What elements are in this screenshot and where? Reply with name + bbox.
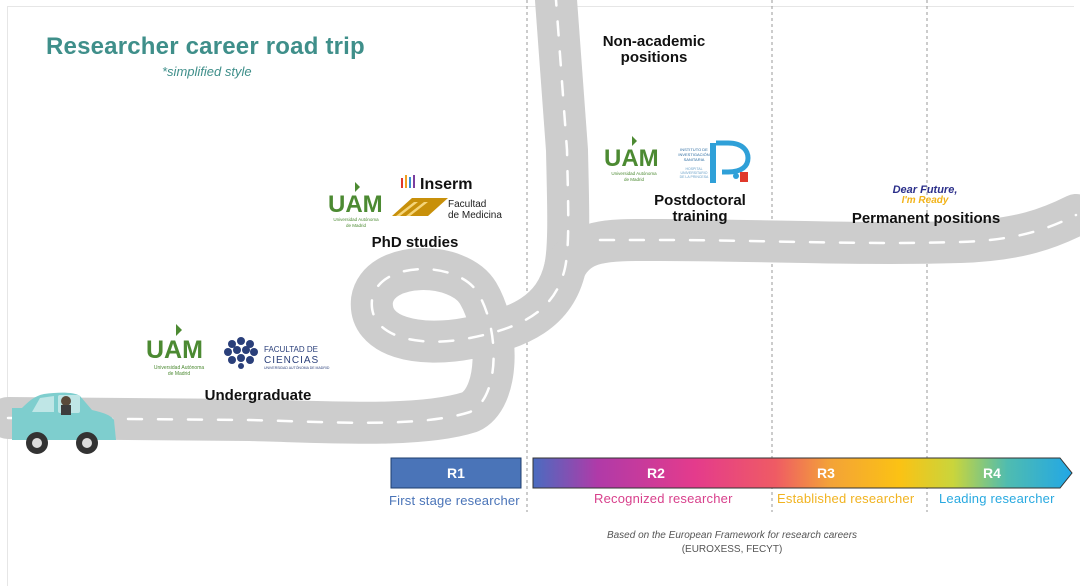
milestone-phd: PhD studies	[371, 234, 459, 251]
milestone-non-academic: Non-academic positions	[584, 34, 724, 66]
svg-text:de Madrid: de Madrid	[624, 177, 645, 182]
svg-text:INVESTIGACIÓN: INVESTIGACIÓN	[678, 152, 709, 157]
road	[0, 0, 1080, 444]
svg-text:SANITARIA: SANITARIA	[684, 157, 705, 162]
svg-text:DE LA PRINCESA: DE LA PRINCESA	[680, 175, 709, 179]
facultad-ciencias-logo: FACULTAD DE CIENCIAS UNIVERSIDAD AUTÓNOM…	[224, 337, 330, 370]
svg-text:Universidad Autónoma: Universidad Autónoma	[611, 171, 657, 176]
uam-logo-phd: UAM Universidad Autónoma de Madrid	[328, 182, 383, 228]
stage-r4-name: Leading researcher	[939, 491, 1055, 506]
svg-text:Dear Future,: Dear Future,	[893, 184, 958, 196]
uam-logo-undergrad: UAM Universidad Autónoma de Madrid	[146, 324, 204, 377]
stage-bars	[390, 457, 1073, 489]
footnote-line1: Based on the European Framework for rese…	[606, 530, 858, 541]
stage-r2-code: R2	[647, 465, 665, 481]
milestone-non-academic-line2: positions	[620, 49, 688, 66]
svg-text:de Medicina: de Medicina	[448, 210, 502, 221]
svg-text:HOSPITAL: HOSPITAL	[685, 167, 702, 171]
r1-bar	[390, 457, 522, 489]
milestone-postdoc-line1: Postdoctoral	[654, 192, 746, 209]
milestone-non-academic-line1: Non-academic	[602, 33, 706, 50]
iis-princesa-logo: INSTITUTO DE INVESTIGACIÓN SANITARIA HOS…	[678, 140, 751, 183]
r2-r4-arrow-bar	[532, 457, 1073, 489]
stage-r3-name: Established researcher	[777, 491, 915, 506]
svg-text:INSTITUTO DE: INSTITUTO DE	[680, 147, 708, 152]
facultad-medicina-logo: Facultad de Medicina	[392, 198, 502, 221]
stage-r1-name: First stage researcher	[389, 493, 520, 508]
svg-text:Universidad Autónoma: Universidad Autónoma	[154, 365, 205, 371]
stage-r4-code: R4	[983, 465, 1001, 481]
milestone-undergraduate: Undergraduate	[204, 387, 312, 404]
svg-text:Universidad Autónoma: Universidad Autónoma	[333, 217, 379, 222]
svg-text:UNIVERSIDAD AUTÓNOMA DE MADRID: UNIVERSIDAD AUTÓNOMA DE MADRID	[264, 365, 330, 370]
svg-text:de Madrid: de Madrid	[346, 223, 367, 228]
car-icon	[12, 392, 116, 454]
stage-divider-lines	[526, 0, 928, 512]
dear-future-logo: Dear Future, I'm Ready	[893, 184, 958, 206]
stage-r1-code: R1	[447, 465, 465, 481]
svg-text:Facultad: Facultad	[448, 199, 486, 210]
svg-text:I'm Ready: I'm Ready	[902, 195, 949, 206]
svg-text:CIENCIAS: CIENCIAS	[264, 355, 319, 366]
milestone-postdoc-line2: training	[672, 208, 728, 225]
footnote-line2: (EUROXESS, FECYT)	[681, 544, 783, 555]
milestone-permanent: Permanent positions	[851, 210, 1001, 227]
diagram-title: Researcher career road trip	[46, 33, 365, 60]
diagram-subtitle: *simplified style	[162, 64, 252, 79]
inserm-logo: Inserm	[401, 175, 472, 193]
milestone-postdoc: Postdoctoral training	[630, 193, 770, 225]
uam-logo-postdoc: UAM Universidad Autónoma de Madrid	[604, 136, 659, 182]
stage-r3-code: R3	[817, 465, 835, 481]
svg-text:UAM: UAM	[604, 145, 659, 172]
svg-text:UAM: UAM	[146, 336, 203, 364]
svg-text:UNIVERSITARIO: UNIVERSITARIO	[681, 171, 708, 175]
stage-r2-name: Recognized researcher	[594, 491, 733, 506]
svg-text:UAM: UAM	[328, 191, 383, 218]
svg-text:de Madrid: de Madrid	[168, 371, 190, 377]
svg-text:FACULTAD DE: FACULTAD DE	[264, 345, 318, 354]
svg-text:Inserm: Inserm	[420, 176, 472, 193]
